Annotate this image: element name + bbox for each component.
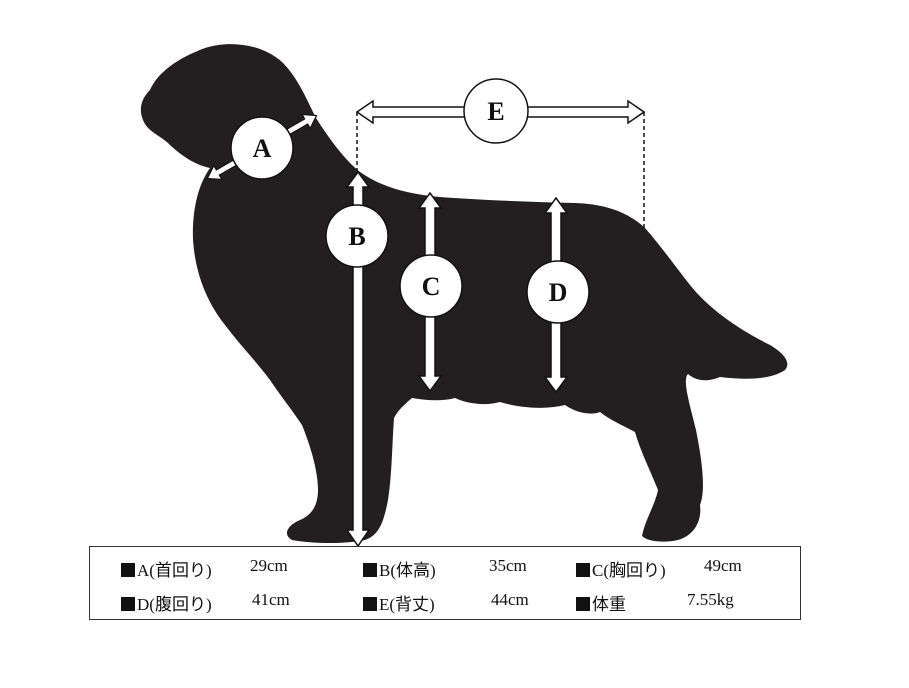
- label-d: D: [549, 278, 568, 307]
- spec-label-b: B(体高): [363, 556, 436, 581]
- label-b: B: [348, 222, 365, 251]
- label-c: C: [422, 272, 441, 301]
- bullet-square-icon: [363, 597, 377, 611]
- circle-e: [463, 78, 529, 144]
- spec-row: D(腹回り) 41cm E(背丈) 44cm 体重 7.55kg: [90, 590, 800, 614]
- spec-label-c: C(胸回り): [576, 556, 666, 581]
- spec-value-c: 49cm: [704, 556, 742, 575]
- spec-value-b: 35cm: [489, 556, 527, 575]
- bullet-square-icon: [363, 563, 377, 577]
- circle-b: [325, 204, 389, 268]
- measure-e-back-length: E: [355, 78, 646, 232]
- spec-value-a: 29cm: [250, 556, 288, 575]
- circle-d: [526, 260, 590, 324]
- bullet-square-icon: [121, 597, 135, 611]
- circle-a: [230, 116, 294, 180]
- spec-label-weight: 体重: [576, 590, 626, 615]
- bullet-square-icon: [576, 563, 590, 577]
- bullet-square-icon: [576, 597, 590, 611]
- circle-c: [399, 254, 463, 318]
- spec-label-a: A(首回り): [121, 556, 212, 581]
- spec-value-e: 44cm: [491, 590, 529, 609]
- measure-c-chest: C: [399, 191, 463, 393]
- spec-value-weight: 7.55kg: [687, 590, 734, 609]
- spec-value-d: 41cm: [252, 590, 290, 609]
- dog-silhouette: [140, 44, 788, 544]
- measure-a-neck: A: [206, 113, 318, 181]
- spec-row: A(首回り) 29cm B(体高) 35cm C(胸回り) 49cm: [90, 556, 800, 580]
- bullet-square-icon: [121, 563, 135, 577]
- spec-label-d: D(腹回り): [121, 590, 212, 615]
- label-e: E: [487, 97, 504, 126]
- spec-label-e: E(背丈): [363, 590, 435, 615]
- label-a: A: [253, 134, 272, 163]
- measurement-spec-table: A(首回り) 29cm B(体高) 35cm C(胸回り) 49cm D(腹回り…: [89, 546, 801, 620]
- measure-d-belly: D: [526, 196, 590, 394]
